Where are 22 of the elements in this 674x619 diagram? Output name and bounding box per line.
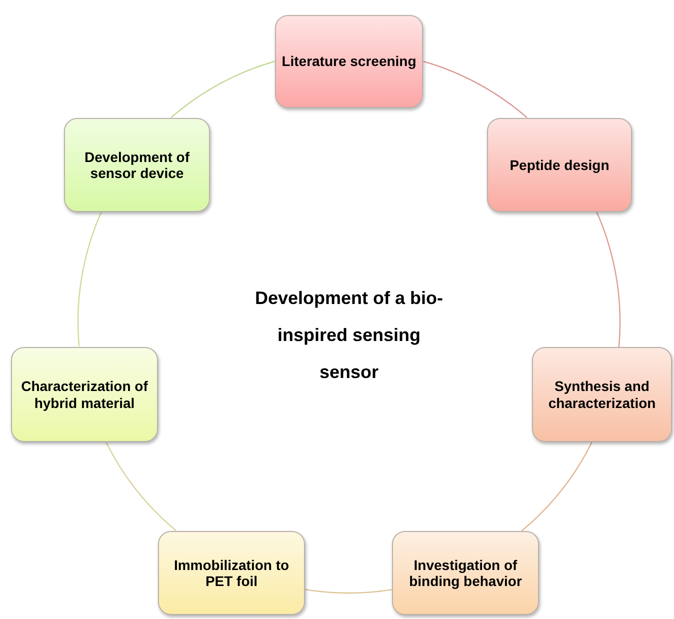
- center-title: Development of a bio-inspired sensing sensor: [254, 287, 444, 384]
- connector-arc: [170, 60, 276, 118]
- step-label: Characterization of hybrid material: [20, 378, 149, 411]
- process-box: [487, 118, 632, 212]
- connector-arc: [305, 588, 392, 594]
- step-label: Literature screening: [280, 53, 418, 70]
- connector-arc: [423, 60, 528, 118]
- process-box: [158, 531, 305, 615]
- connector-arc: [77, 212, 102, 346]
- process-box: [532, 347, 672, 442]
- step-label: Development of sensor device: [83, 148, 190, 182]
- process-box: [11, 347, 158, 442]
- step-label: Immobilization to PET foil: [172, 556, 290, 590]
- step-label: Investigation of binding behavior: [408, 556, 523, 590]
- connector-arc: [596, 212, 621, 347]
- connector-arc: [521, 442, 592, 532]
- process-box: [64, 118, 210, 212]
- step-label: Peptide design: [508, 156, 610, 174]
- step-label: Synthesis and characterization: [547, 378, 657, 411]
- process-box: [392, 531, 539, 615]
- connector-arc: [106, 442, 177, 532]
- process-box: [275, 15, 423, 108]
